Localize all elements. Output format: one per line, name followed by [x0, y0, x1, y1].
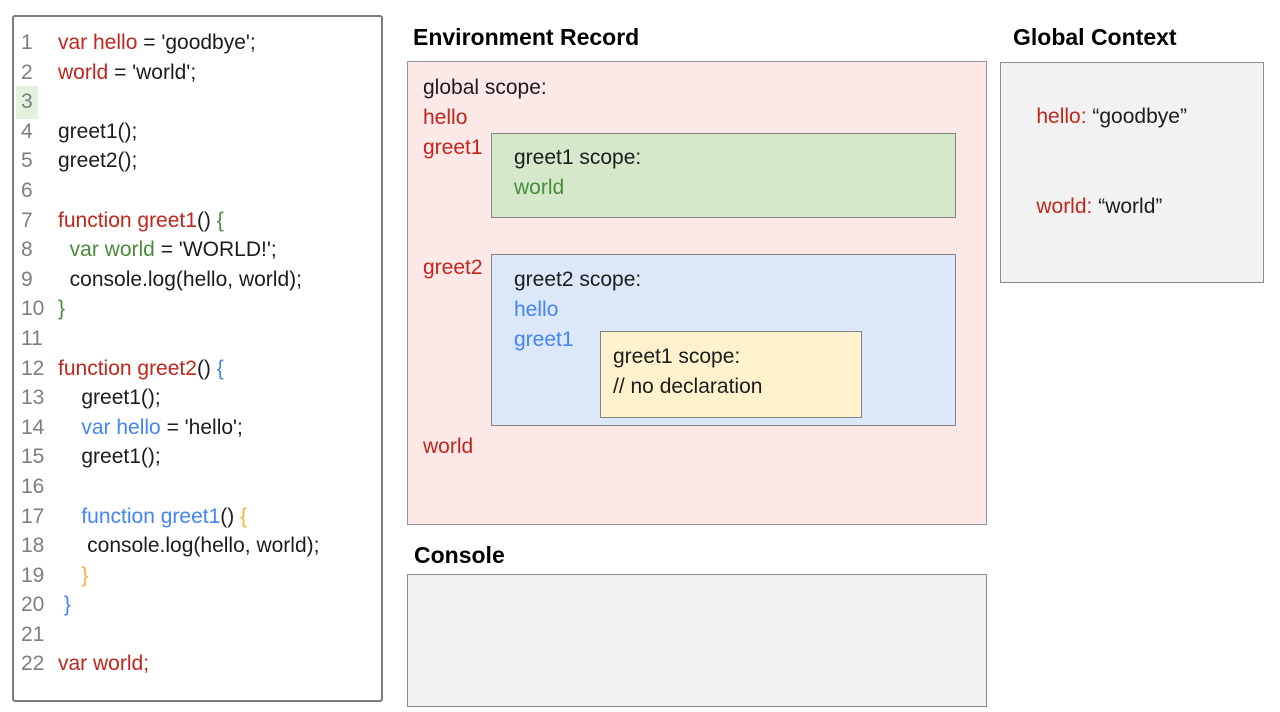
code-line: 20 }	[21, 590, 377, 620]
global-scope-label: global scope:	[423, 76, 547, 99]
global-context-value-hello: “goodbye”	[1086, 105, 1187, 128]
line-number: 8	[21, 238, 33, 262]
inner-greet1-scope-comment: // no declaration	[613, 375, 763, 398]
code-text: function greet1() {	[81, 504, 248, 528]
code-line: 9 console.log(hello, world);	[21, 265, 377, 295]
greet1-scope-box: greet1 scope: world	[491, 133, 956, 218]
code-line: 15 greet1();	[21, 442, 377, 472]
environment-record-title: Environment Record	[413, 24, 640, 50]
line-number: 5	[21, 149, 33, 173]
greet2-scope-var-hello: hello	[514, 298, 559, 321]
code-text: }	[58, 297, 66, 321]
code-line: 3	[16, 86, 377, 119]
line-number: 9	[21, 267, 33, 291]
code-text: greet1();	[58, 386, 161, 410]
code-editor-panel: 1 var hello = 'goodbye'; 2 world = 'world';…	[12, 15, 383, 702]
code-text: }	[81, 563, 89, 587]
code-text: greet2();	[58, 149, 138, 173]
global-context-value-world: “world”	[1092, 195, 1163, 218]
global-context-entry: hello: “goodbye”	[1013, 72, 1263, 162]
global-scope-box: global scope: hello greet1 greet1 scope:…	[407, 61, 987, 525]
global-context-key-hello: hello:	[1036, 105, 1087, 128]
line-number: 6	[21, 178, 33, 202]
global-var-hello: hello	[423, 106, 468, 129]
code-text: var world;	[58, 652, 150, 676]
code-line: 21	[21, 620, 377, 650]
code-lines: 1 var hello = 'goodbye'; 2 world = 'world';…	[16, 28, 377, 679]
code-text: console.log(hello, world);	[58, 267, 302, 291]
code-line: 7 function greet1() {	[21, 206, 377, 236]
code-line: 1 var hello = 'goodbye';	[21, 28, 377, 58]
line-number: 16	[21, 474, 45, 498]
code-line: 2 world = 'world';	[21, 58, 377, 88]
console-output-box	[407, 574, 987, 707]
line-number: 21	[21, 622, 45, 646]
code-line: 8 var world = 'WORLD!';	[21, 235, 377, 265]
inner-greet1-scope-box: greet1 scope: // no declaration	[600, 331, 862, 418]
code-text: function greet2() {	[58, 356, 224, 380]
code-text: var hello = 'goodbye';	[58, 31, 256, 54]
code-text: greet1();	[58, 445, 161, 469]
code-line: 12 function greet2() {	[21, 354, 377, 384]
code-line: 17 function greet1() {	[21, 502, 377, 532]
line-number: 13	[21, 386, 45, 410]
global-context-title: Global Context	[1013, 24, 1177, 50]
line-number: 7	[21, 208, 33, 232]
code-line: 13 greet1();	[21, 383, 377, 413]
global-var-greet2: greet2	[423, 256, 483, 279]
line-number: 10	[21, 297, 45, 321]
line-number: 18	[21, 534, 45, 558]
global-context-box: hello: “goodbye” world: “world”	[1000, 62, 1264, 283]
code-line: 6	[21, 176, 377, 206]
greet2-scope-label: greet2 scope:	[514, 268, 642, 291]
code-line: 16	[21, 472, 377, 502]
line-number: 1	[21, 31, 33, 54]
console-title: Console	[414, 542, 505, 568]
code-text: world = 'world';	[58, 60, 197, 84]
global-scope-entries: global scope: hello greet1	[423, 73, 547, 163]
code-line: 11	[21, 324, 377, 354]
code-line: 5 greet2();	[21, 146, 377, 176]
line-number: 20	[21, 593, 45, 617]
code-text: var world = 'WORLD!';	[69, 238, 277, 262]
code-text: }	[63, 593, 71, 617]
code-line: 4 greet1();	[21, 117, 377, 147]
greet1-scope-var-world: world	[514, 176, 565, 199]
line-number: 17	[21, 504, 45, 528]
code-line: 22 var world;	[21, 649, 377, 679]
line-number: 22	[21, 652, 45, 676]
global-context-entry: world: “world”	[1013, 162, 1263, 252]
code-text: greet1();	[58, 119, 138, 143]
code-text: function greet1() {	[58, 208, 224, 232]
code-text: var hello = 'hello';	[81, 415, 243, 439]
global-context-key-world: world:	[1036, 195, 1093, 218]
greet2-scope-box: greet2 scope: hello greet1 greet1 scope:…	[491, 254, 956, 426]
line-number: 15	[21, 445, 45, 469]
line-number: 4	[21, 119, 33, 143]
code-line: 14 var hello = 'hello';	[21, 413, 377, 443]
inner-greet1-scope-label: greet1 scope:	[613, 345, 741, 368]
code-line: 18 console.log(hello, world);	[21, 531, 377, 561]
greet1-scope-label: greet1 scope:	[514, 146, 642, 169]
line-number: 14	[21, 415, 45, 439]
code-line: 19 }	[21, 561, 377, 591]
global-var-world: world	[423, 435, 474, 458]
line-number: 2	[21, 60, 33, 84]
code-line: 10}	[21, 294, 377, 324]
global-var-greet1: greet1	[423, 136, 483, 159]
line-number: 11	[21, 326, 43, 350]
line-number: 12	[21, 356, 45, 380]
greet2-scope-var-greet1: greet1	[514, 328, 574, 351]
line-number: 19	[21, 563, 45, 587]
line-number: 3	[16, 86, 58, 119]
code-text: console.log(hello, world);	[58, 534, 320, 558]
